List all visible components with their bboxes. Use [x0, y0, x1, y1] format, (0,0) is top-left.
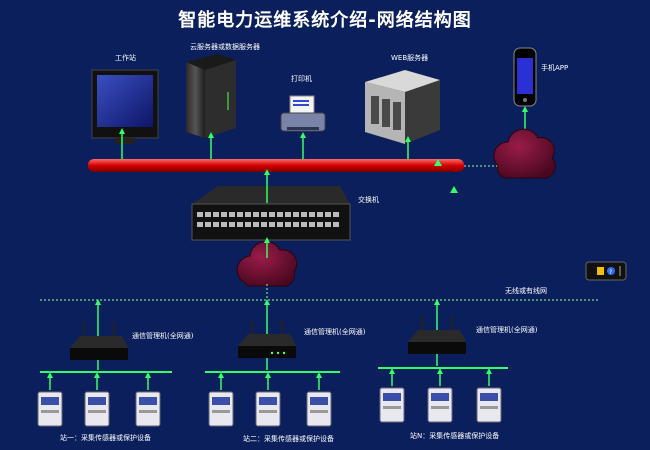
meter-icon — [476, 368, 502, 423]
meter-icon — [379, 368, 405, 423]
server-tower-icon — [186, 54, 236, 138]
router-icon — [238, 320, 296, 358]
label-web-server: WEB服务器 — [391, 54, 429, 62]
label-router-3: 通信管理机(全网通) — [476, 326, 538, 334]
label-router-1: 通信管理机(全网通) — [132, 332, 194, 340]
cloud-icon — [493, 128, 556, 179]
network-bus — [88, 159, 464, 172]
label-station-1: 站一：采集传感器或保护设备 — [60, 434, 151, 442]
meter-icon — [135, 372, 161, 427]
label-station-n: 站N：采集传感器或保护设备 — [410, 432, 500, 440]
meter-icon — [427, 368, 453, 423]
cloud-icon — [236, 241, 298, 287]
meter-icon — [208, 372, 234, 427]
label-workstation: 工作站 — [115, 54, 136, 62]
printer-icon — [280, 95, 326, 132]
label-phone: 手机APP — [541, 64, 569, 72]
meter-icon — [255, 372, 281, 427]
label-station-2: 站二：采集传感器或保护设备 — [243, 435, 334, 443]
label-printer: 打印机 — [291, 75, 312, 83]
label-cloud-server: 云服务器或数据服务器 — [190, 43, 260, 51]
phone-icon — [513, 47, 537, 107]
svg-text:?: ? — [609, 269, 612, 276]
workstation-icon — [91, 69, 159, 144]
meter-icon — [84, 372, 110, 427]
tray-widget-icon: ? — [585, 261, 627, 281]
switch-icon — [191, 186, 351, 241]
meter-icon — [306, 372, 332, 427]
label-router-2: 通信管理机(全网通) — [304, 328, 366, 336]
router-icon — [408, 316, 466, 354]
web-server-icon — [365, 70, 440, 144]
label-switch: 交换机 — [358, 196, 379, 204]
meter-icon — [37, 372, 63, 427]
label-wireless: 无线或有线网 — [505, 287, 547, 295]
diagram-title: 智能电力运维系统介绍-网络结构图 — [178, 10, 472, 31]
router-icon — [70, 322, 128, 360]
